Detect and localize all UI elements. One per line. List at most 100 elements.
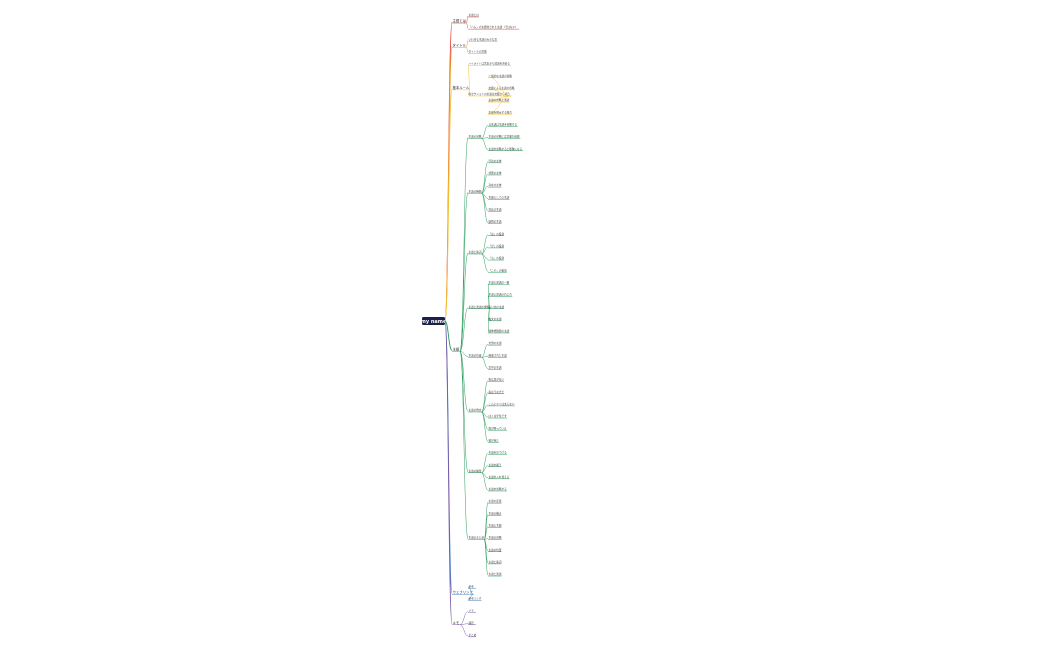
branch-3-child-6-child-0-label: 主語を見つける (489, 451, 508, 455)
branch-4[interactable]: ウェブリンク (452, 589, 474, 595)
branch-3-child-5-child-0[interactable]: 象は鼻が長い (488, 378, 504, 382)
branch-2[interactable]: 基本ルール (452, 85, 470, 91)
branch-5-child-2[interactable]: まとめ (468, 633, 477, 638)
branch-5[interactable]: メモ (452, 621, 460, 625)
branch-3-child-6-child-1[interactable]: 主語を補う (488, 463, 502, 467)
branch-3-child-3[interactable]: 主語と述語の関係 (468, 305, 490, 309)
branch-2-child-0[interactable]: ハイライトは文末から述語を決める (468, 62, 512, 66)
branch-3-child-5-child-1[interactable]: 私はうなぎだ (488, 390, 504, 394)
branch-5-child-1[interactable]: 補足 (468, 621, 476, 625)
branch-2-child-1-connector (467, 89, 471, 96)
branch-2-child-1-child-0[interactable]: 一般的な主語の省略 (488, 74, 513, 78)
branch-3-child-6-child-0[interactable]: 主語を見つける (488, 451, 507, 455)
branch-4-child-1[interactable]: 参考リンク (468, 596, 482, 601)
branch-2-child-1[interactable]: 各セクションの主語は文脈から補う (468, 92, 512, 97)
branch-3-child-7-child-0[interactable]: 主語の定義 (488, 499, 502, 504)
branch-3-child-3-child-0-label: 主語と述語の一致 (489, 280, 510, 284)
branch-3-child-2[interactable]: 主語と助詞 (468, 250, 482, 255)
branch-0-child-1-connector (466, 22, 469, 29)
branch-2-child-1-child-1[interactable]: 文脈による主語の省略 (488, 86, 515, 91)
branch-3-child-1-child-3[interactable]: 主題としての主語 (488, 195, 510, 200)
branch-3-child-7-child-2-label: 主語と主題 (489, 524, 502, 528)
branch-3-child-5[interactable]: 主語の例文 (468, 408, 482, 413)
branch-3-child-1-child-1[interactable]: 状態の主体 (488, 171, 502, 176)
branch-3-child-4-child-1-connector (481, 356, 489, 358)
branch-3-child-5-child-0-label: 象は鼻が長い (489, 378, 505, 382)
branch-2-child-1-child-2[interactable]: 主語の省略と述語 (488, 98, 510, 103)
branch-3-child-6-child-1-label: 主語を補う (489, 463, 502, 467)
branch-3-child-0-child-1[interactable]: 主語の省略には文脈が必要 (488, 135, 521, 139)
branch-3-child-4-child-0-label: 文頭の主語 (489, 341, 502, 345)
branch-3-child-4-child-0[interactable]: 文頭の主語 (488, 341, 502, 346)
branch-3-child-5-child-2-label: こんにゃくは太らない (489, 402, 515, 406)
branch-5-label: メモ (453, 621, 460, 625)
branch-3-child-3-child-1[interactable]: 主語と述語のねじれ (488, 293, 513, 297)
branch-1-child-1[interactable]: タイトルの文節 (468, 50, 487, 54)
branch-3-child-5-child-4[interactable]: 雨が降っている (488, 426, 507, 431)
branch-3-child-1-child-1-connector (481, 173, 489, 194)
branch-3-child-1-child-0[interactable]: 行為の主体 (488, 159, 502, 164)
branch-3-child-1-child-4[interactable]: 対比の主語 (488, 208, 502, 212)
branch-3-child-2-child-3[interactable]: 「こそ」の役割 (488, 268, 508, 273)
branch-3-child-1-child-4-label: 対比の主語 (489, 208, 502, 212)
branch-0-child-1[interactable]: 「ハム」の主題化された主語（ではない） (468, 25, 520, 30)
branch-3-child-6[interactable]: 主語の練習 (468, 469, 482, 473)
branch-0-child-0[interactable]: 主語とは (468, 13, 479, 18)
branch-1-child-1-label: タイトルの文節 (469, 50, 488, 54)
branch-1-child-0[interactable]: いわゆる主語の大きな文 (468, 37, 498, 42)
branch-3-child-1[interactable]: 主語の種類 (468, 189, 482, 194)
branch-3-child-6-child-3[interactable]: 主語を省略する (488, 487, 507, 492)
branch-3-child-4-child-1[interactable]: 倒置された主語 (488, 353, 507, 358)
branch-3-child-5-child-5[interactable]: 彼が来た (488, 438, 499, 443)
branch-3-child-3-child-3[interactable]: 複文の主語 (488, 317, 502, 322)
branch-3-child-4-child-0-connector (481, 343, 489, 358)
branch-2-connector (444, 88, 453, 322)
branch-3-child-3-child-2-label: 長い文の主語 (489, 305, 505, 309)
branch-3-child-0-child-0[interactable]: 日本語は主語を省略する (488, 122, 518, 127)
branch-3-child-3-child-0[interactable]: 主語と述語の一致 (488, 280, 510, 285)
branch-3-child-1-child-1-label: 状態の主体 (489, 171, 502, 175)
branch-3-child-2-child-3-label: 「こそ」の役割 (489, 268, 508, 272)
branch-3-child-5-label: 主語の例文 (469, 408, 482, 412)
branch-4-child-0[interactable]: 参考 (468, 584, 476, 589)
branch-3-child-7-child-1[interactable]: 主語の働き (488, 511, 502, 516)
branch-3-child-7[interactable]: 主語のまとめ (468, 536, 484, 540)
branch-0-label: 主語とは (453, 18, 467, 23)
branch-3-child-7-child-3[interactable]: 主語の省略 (488, 536, 502, 540)
branch-3[interactable]: 主語 (452, 346, 460, 352)
branch-0[interactable]: 主語とは (452, 18, 467, 24)
branch-1[interactable]: タイトル (452, 42, 467, 48)
branch-3-child-1-child-5[interactable]: 疑問の主語 (488, 220, 502, 224)
branch-3-child-1-child-2[interactable]: 存在の主体 (488, 183, 502, 188)
branch-5-child-0[interactable]: メモ (468, 610, 476, 613)
branch-3-child-6-child-2[interactable]: 主語を入れ替える (488, 475, 510, 480)
branch-5-child-0-connector (459, 611, 469, 625)
branch-5-child-1-connector (459, 623, 469, 625)
branch-3-child-0[interactable]: 主語の省略 (468, 135, 482, 139)
branch-3-child-3-child-4[interactable]: 連体修飾節の主語 (488, 329, 510, 334)
branch-2-child-1-child-3[interactable]: 主語を明示する場合 (488, 110, 513, 115)
branch-3-child-2-child-2[interactable]: 「も」の役割 (488, 256, 504, 261)
branch-3-child-7-child-2[interactable]: 主語と主題 (488, 524, 502, 528)
branch-3-child-5-child-0-connector (481, 380, 489, 413)
branch-3-child-4-child-2[interactable]: 文中の主語 (488, 366, 502, 370)
branch-3-child-2-child-1[interactable]: 「が」の役割 (488, 244, 504, 249)
branch-3-child-5-child-3[interactable]: ぼくは学生です (488, 414, 507, 419)
branch-3-child-5-child-2[interactable]: こんにゃくは太らない (488, 402, 515, 407)
branch-3-child-7-child-6[interactable]: 主語と述語 (488, 572, 502, 577)
branch-3-child-4[interactable]: 主語の位置 (468, 353, 482, 358)
branch-3-child-3-child-2[interactable]: 長い文の主語 (488, 305, 504, 309)
root-node[interactable]: my name (421, 317, 447, 325)
branch-3-child-3-label: 主語と述語の関係 (469, 305, 490, 309)
branch-3-child-0-child-2[interactable]: 主語を省略すると曖昧になる (488, 147, 524, 151)
branch-4-child-1-label: 参考リンク (469, 596, 482, 600)
branch-3-child-7-child-5[interactable]: 主語と助詞 (488, 560, 502, 565)
branch-3-child-2-connector (459, 252, 469, 352)
branch-1-label: タイトル (453, 42, 467, 47)
branch-3-child-0-child-1-label: 主語の省略には文脈が必要 (489, 135, 521, 139)
branch-2-child-0-label: ハイライトは文末から述語を決める (469, 62, 511, 66)
branch-3-child-7-child-4[interactable]: 主語の位置 (488, 548, 502, 552)
branch-3-child-2-child-0[interactable]: 「は」の役割 (488, 232, 504, 236)
branch-3-connector (444, 320, 453, 351)
branch-3-child-5-child-5-connector (481, 411, 489, 442)
